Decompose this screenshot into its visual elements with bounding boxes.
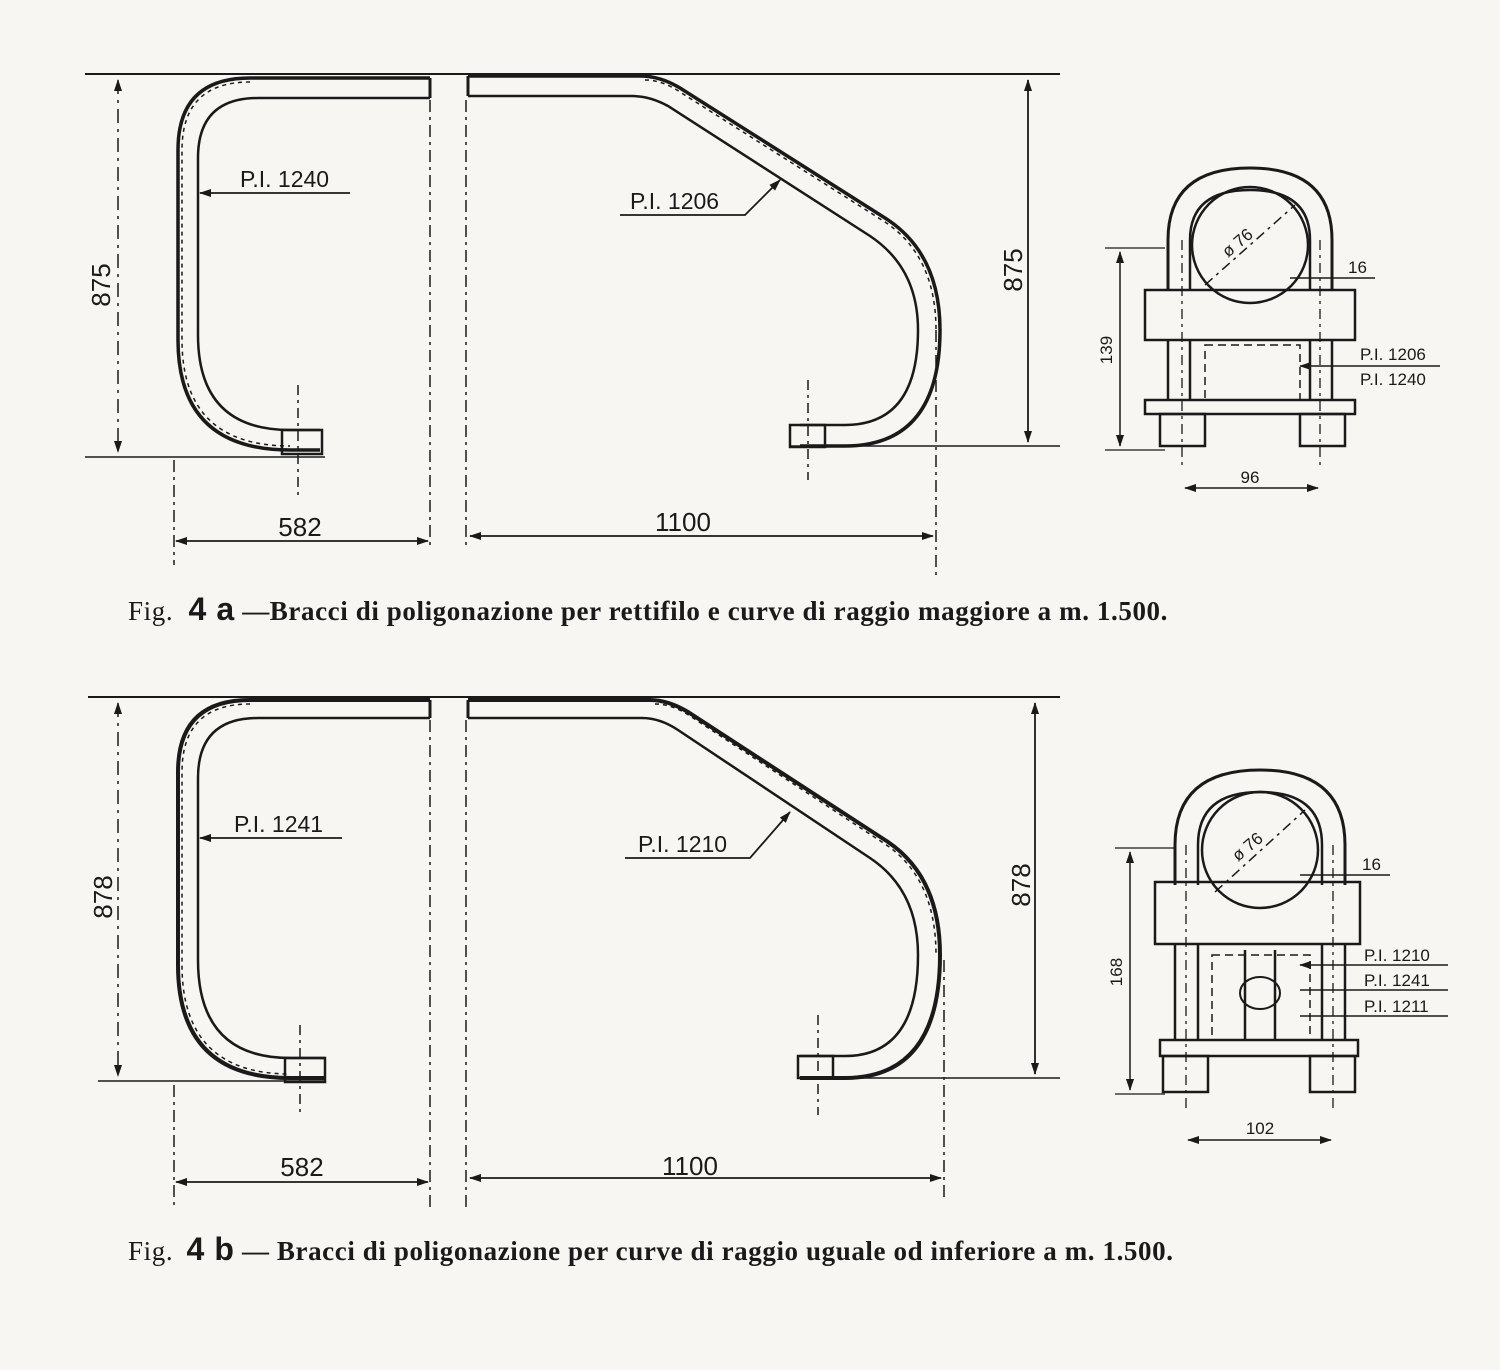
clamp-ref-2-4b: P.I. 1241 [1364, 971, 1430, 990]
clamp-thickness-4a: 16 [1348, 258, 1367, 277]
part-label-left-4a: P.I. 1240 [240, 166, 329, 192]
height-label-left-4b: 878 [88, 875, 118, 918]
caption-prefix-4a: Fig. [128, 596, 173, 626]
clamp-width-4a: 96 [1241, 468, 1260, 487]
clamp-ref-3-4b: P.I. 1211 [1364, 997, 1429, 1016]
arm-right-pi1210 [466, 698, 943, 1115]
width-label-right-4b: 1100 [662, 1151, 718, 1181]
part-label-right-4b: P.I. 1210 [638, 831, 727, 857]
arm-left-pi1240 [176, 76, 432, 500]
caption-number-4b: 4 b [187, 1231, 235, 1267]
arm-right-pi1206 [466, 74, 942, 480]
clamp-diameter-4a: ø 76 [1218, 225, 1256, 261]
clamp-width-4b: 102 [1246, 1119, 1274, 1138]
clamp-height-4a: 139 [1097, 336, 1116, 364]
caption-text-4a: —Bracci di poligonazione per rettifilo e… [241, 596, 1168, 626]
clamp-diameter-4b: ø 76 [1228, 829, 1266, 865]
caption-text-4b: — Bracci di poligonazione per curve di r… [241, 1236, 1174, 1266]
height-label-right-4a: 875 [998, 248, 1028, 291]
caption-prefix-4b: Fig. [128, 1236, 173, 1266]
leader-pi1210 [625, 811, 791, 859]
clamp-thickness-4b: 16 [1362, 855, 1381, 874]
clamp-ref-1-4b: P.I. 1210 [1364, 946, 1430, 965]
clamp-detail-4b [1115, 768, 1448, 1144]
part-label-left-4b: P.I. 1241 [234, 811, 323, 837]
width-label-left-4b: 582 [280, 1152, 323, 1182]
clamp-ref-2-4a: P.I. 1240 [1360, 370, 1426, 389]
caption-4b: Fig. 4 b — Bracci di poligonazione per c… [128, 1231, 1174, 1267]
clamp-height-4b: 168 [1107, 958, 1126, 986]
arm-left-pi1241 [176, 698, 432, 1115]
clamp-ref-1-4a: P.I. 1206 [1360, 345, 1426, 364]
height-label-right-4b: 878 [1006, 863, 1036, 906]
figure-4b [88, 696, 1448, 1210]
height-label-left-4a: 875 [86, 263, 116, 306]
width-label-right-4a: 1100 [655, 507, 711, 537]
caption-number-4a: 4 a [189, 591, 235, 627]
width-label-left-4a: 582 [278, 512, 321, 542]
part-label-right-4a: P.I. 1206 [630, 188, 719, 214]
leader-pi1206 [620, 179, 781, 216]
caption-4a: Fig. 4 a —Bracci di poligonazione per re… [128, 591, 1168, 627]
figure-4a [85, 73, 1440, 575]
clamp-detail-4a [1105, 166, 1440, 492]
